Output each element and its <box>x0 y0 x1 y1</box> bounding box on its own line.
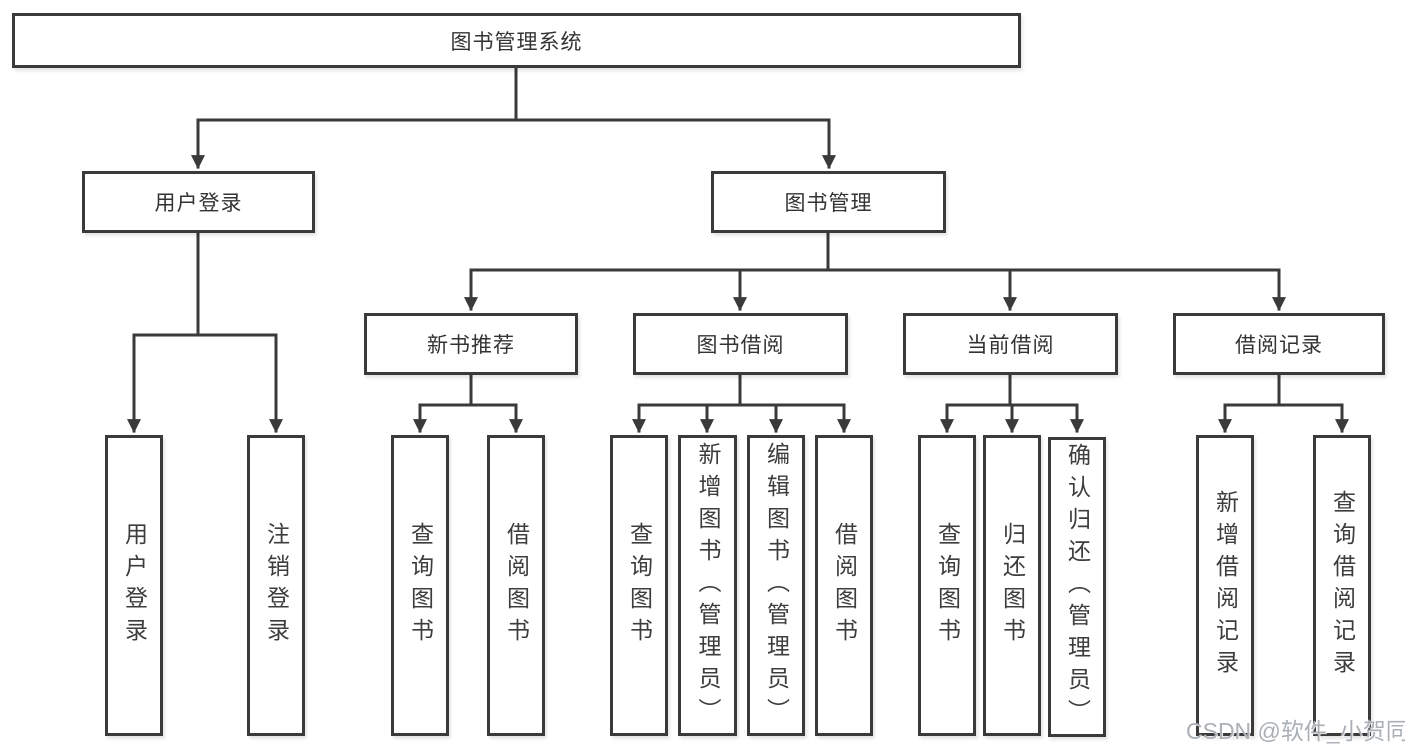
csdn-watermark: CSDN @软件_小贺同学 <box>1186 718 1405 744</box>
leaf-label: 查询图书 <box>934 521 961 650</box>
node-book-management: 图书管理 <box>711 171 946 233</box>
leaf-query-books-current: 查询图书 <box>918 435 976 736</box>
leaf-label: 借阅图书 <box>831 521 858 650</box>
leaf-confirm-return-admin: 确认归还（管理员） <box>1048 437 1106 737</box>
leaf-add-book-admin: 新增图书（管理员） <box>678 435 737 736</box>
leaf-label: 编辑图书（管理员） <box>763 441 790 730</box>
leaf-label: 查询借阅记录 <box>1329 489 1356 682</box>
leaf-query-borrow-record: 查询借阅记录 <box>1313 435 1371 736</box>
leaf-user-login: 用户登录 <box>105 435 163 736</box>
leaf-label: 注销登录 <box>263 521 290 650</box>
leaf-query-books-borrowing: 查询图书 <box>610 435 668 736</box>
node-borrowing-records: 借阅记录 <box>1173 313 1385 375</box>
leaf-edit-book-admin: 编辑图书（管理员） <box>747 435 805 736</box>
node-current-borrowing: 当前借阅 <box>903 313 1118 375</box>
leaf-add-borrow-record: 新增借阅记录 <box>1196 435 1254 736</box>
leaf-label: 确认归还（管理员） <box>1064 443 1091 731</box>
node-library-system: 图书管理系统 <box>12 13 1021 68</box>
leaf-borrow-books-borrowing: 借阅图书 <box>815 435 873 736</box>
leaf-label: 归还图书 <box>999 521 1026 650</box>
node-new-book-recommend: 新书推荐 <box>364 313 578 375</box>
leaf-label: 新增借阅记录 <box>1212 489 1239 682</box>
leaf-label: 查询图书 <box>626 521 653 650</box>
leaf-logout-login: 注销登录 <box>247 435 305 736</box>
leaf-query-books-recommend: 查询图书 <box>391 435 449 736</box>
leaf-return-book: 归还图书 <box>983 435 1041 736</box>
leaf-label: 查询图书 <box>407 521 434 650</box>
node-user-login: 用户登录 <box>82 171 315 233</box>
node-book-borrowing: 图书借阅 <box>633 313 848 375</box>
leaf-label: 借阅图书 <box>503 521 530 650</box>
leaf-label: 新增图书（管理员） <box>695 441 721 730</box>
leaf-borrow-books-recommend: 借阅图书 <box>487 435 545 736</box>
leaf-label: 用户登录 <box>121 521 148 650</box>
